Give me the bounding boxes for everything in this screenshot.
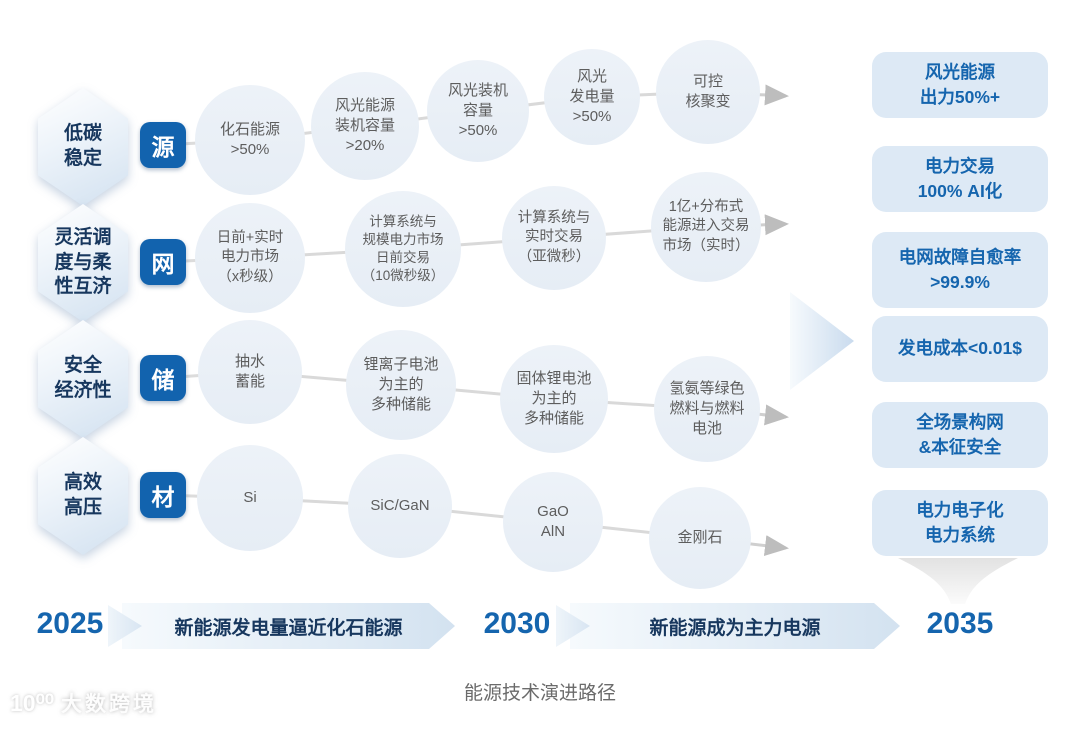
node-label: GaO AlN [537, 502, 569, 540]
node-label: 风光装机 容量 >50% [447, 81, 508, 140]
node-label: 日前+实时 电力市场 （x秒级） [216, 229, 284, 285]
milestone-band-2: 新能源成为主力电源 [570, 603, 900, 649]
category-label: 储 [151, 367, 175, 393]
node-fossil-energy: 化石能源 >50% [195, 85, 305, 195]
outcome-label: 电力交易 100% AI化 [917, 155, 1003, 201]
outcome-label: 电网故障自愈率 >99.9% [898, 246, 1022, 292]
node-label: 计算系统与 实时交易 （亚微秒） [517, 209, 591, 265]
watermark: 10⁰⁰ 大数跨境 [10, 688, 157, 718]
node-gao-aln: GaO AlN [503, 472, 603, 572]
node-controlled-fusion: 可控 核聚变 [656, 40, 760, 144]
outcome-grid-forming-security: 全场景构网 &本征安全 [872, 402, 1048, 468]
dimension-hexagon-high-efficiency: 高效 高压 [33, 437, 133, 555]
dimension-hexagon-low-carbon: 低碳 稳定 [33, 88, 133, 206]
dimension-hexagon-safety-economy: 安全 经济性 [33, 320, 133, 438]
node-dayahead-realtime-market: 日前+实时 电力市场 （x秒级） [195, 203, 305, 313]
outcome-label: 电力电子化 电力系统 [916, 499, 1004, 545]
outcome-power-electronic-system: 电力电子化 电力系统 [872, 490, 1048, 556]
node-hydrogen-ammonia-fuel: 氢氨等绿色 燃料与燃料 电池 [654, 356, 760, 462]
milestone-band-1: 新能源发电量逼近化石能源 [122, 603, 455, 649]
watermark-brand-text: 大数跨境 [61, 693, 158, 716]
funnel-shape [898, 558, 1018, 604]
dimension-label: 低碳 稳定 [63, 123, 102, 169]
category-label: 网 [151, 251, 175, 277]
outcome-generation-cost: 发电成本<0.01$ [872, 316, 1048, 382]
year-2035: 2035 [926, 607, 994, 640]
node-label: 固体锂电池 为主的 多种储能 [516, 369, 592, 428]
node-label: 风光能源 装机容量 >20% [334, 96, 395, 155]
node-label: 氢氨等绿色 燃料与燃料 电池 [669, 379, 745, 438]
node-sic-gan: SiC/GaN [348, 454, 452, 558]
dimension-label: 安全 经济性 [54, 355, 112, 401]
category-label: 材 [151, 484, 175, 510]
node-si: Si [197, 445, 303, 551]
year-2025: 2025 [36, 607, 104, 640]
node-wind-solar-capacity-20: 风光能源 装机容量 >20% [311, 72, 419, 180]
milestone-label: 新能源发电量逼近化石能源 [174, 617, 403, 639]
milestone-label: 新能源成为主力电源 [649, 617, 821, 639]
node-liion-storage: 锂离子电池 为主的 多种储能 [346, 330, 456, 440]
dimension-hexagon-flexible-dispatch: 灵活调 度与柔 性互济 [33, 204, 133, 322]
node-label: 化石能源 >50% [219, 120, 280, 158]
node-label: Si [243, 488, 257, 506]
node-computing-scale-market: 计算系统与 规模电力市场 日前交易 （10微秒级） [345, 191, 461, 307]
node-wind-solar-capacity-50: 风光装机 容量 >50% [427, 60, 529, 162]
node-wind-solar-generation-50: 风光 发电量 >50% [544, 49, 640, 145]
node-label: 计算系统与 规模电力市场 日前交易 （10微秒级） [361, 213, 445, 284]
node-distributed-energy-market: 1亿+分布式 能源进入交易 市场（实时） [651, 172, 761, 282]
outcome-power-trading-ai: 电力交易 100% AI化 [872, 146, 1048, 212]
outcome-label: 风光能源 出力50%+ [919, 61, 1001, 107]
category-badge-grid: 网 [140, 239, 186, 285]
outcome-label: 发电成本<0.01$ [897, 338, 1022, 359]
dimension-label: 高效 高压 [63, 472, 102, 518]
node-label: 金刚石 [677, 528, 723, 546]
dimension-label: 灵活调 度与柔 性互济 [54, 226, 112, 298]
node-label: 1亿+分布式 能源进入交易 市场（实时） [662, 198, 750, 254]
outcome-label: 全场景构网 &本征安全 [916, 411, 1004, 457]
node-label: 抽水 蓄能 [234, 352, 265, 390]
category-label: 源 [151, 134, 175, 160]
watermark-logo-icon: 10⁰⁰ [10, 689, 55, 716]
outcome-grid-self-healing: 电网故障自愈率 >99.9% [872, 232, 1048, 308]
node-computing-realtime-trade: 计算系统与 实时交易 （亚微秒） [502, 186, 606, 290]
year-2030: 2030 [483, 607, 551, 640]
node-pumped-hydro: 抽水 蓄能 [198, 320, 302, 424]
category-badge-source: 源 [140, 122, 186, 168]
node-label: 锂离子电池 为主的 多种储能 [363, 355, 439, 414]
node-label: 可控 核聚变 [685, 72, 731, 110]
category-badge-storage: 储 [140, 355, 186, 401]
node-label: SiC/GaN [370, 496, 430, 514]
node-diamond: 金刚石 [649, 487, 751, 589]
node-solid-state-storage: 固体锂电池 为主的 多种储能 [500, 345, 608, 453]
category-badge-material: 材 [140, 472, 186, 518]
outcome-wind-solar-output: 风光能源 出力50%+ [872, 52, 1048, 118]
diagram-caption: 能源技术演进路径 [463, 683, 616, 704]
node-label: 风光 发电量 >50% [569, 67, 615, 126]
